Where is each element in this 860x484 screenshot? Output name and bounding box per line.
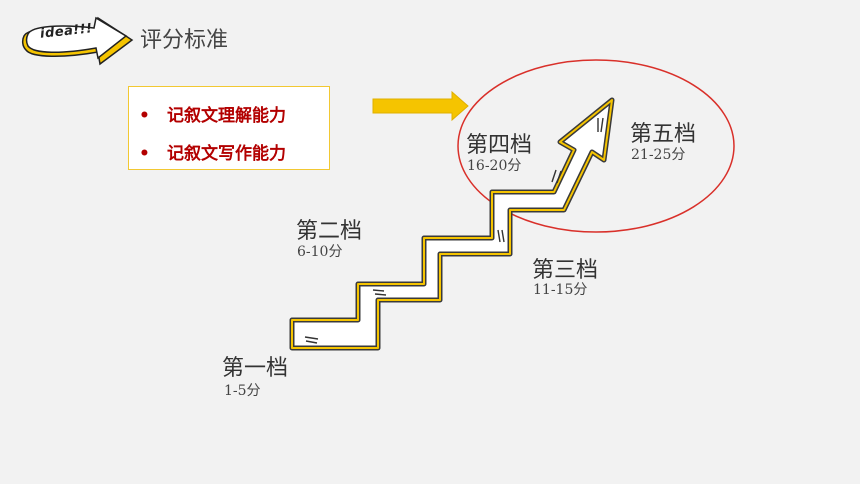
criteria-label: 记叙文写作能力 bbox=[167, 144, 286, 164]
level-3-range: 11-15分 bbox=[533, 282, 588, 298]
bullet: • bbox=[139, 106, 150, 126]
criteria-label: 记叙文理解能力 bbox=[167, 106, 286, 126]
criteria-item: • 记叙文写作能力 bbox=[139, 139, 286, 164]
highlight-circle bbox=[457, 59, 735, 233]
level-5-name: 第五档 bbox=[630, 122, 697, 147]
page-title: 评分标准 bbox=[140, 28, 229, 53]
level-4-name: 第四档 bbox=[466, 133, 533, 158]
idea-arrow-badge-icon bbox=[21, 16, 134, 66]
level-5-range: 21-25分 bbox=[631, 147, 686, 163]
level-3-name: 第三档 bbox=[532, 258, 599, 283]
level-1-range: 1-5分 bbox=[224, 383, 261, 399]
right-arrow-icon bbox=[372, 90, 469, 122]
level-4-range: 16-20分 bbox=[467, 158, 522, 174]
criteria-item: • 记叙文理解能力 bbox=[139, 101, 286, 126]
level-2-name: 第二档 bbox=[296, 219, 363, 244]
bullet: • bbox=[139, 144, 150, 164]
criteria-box: • 记叙文理解能力 • 记叙文写作能力 bbox=[128, 86, 330, 170]
staircase-arrow-icon bbox=[289, 97, 615, 351]
level-1-name: 第一档 bbox=[222, 356, 289, 381]
level-2-range: 6-10分 bbox=[297, 244, 343, 260]
